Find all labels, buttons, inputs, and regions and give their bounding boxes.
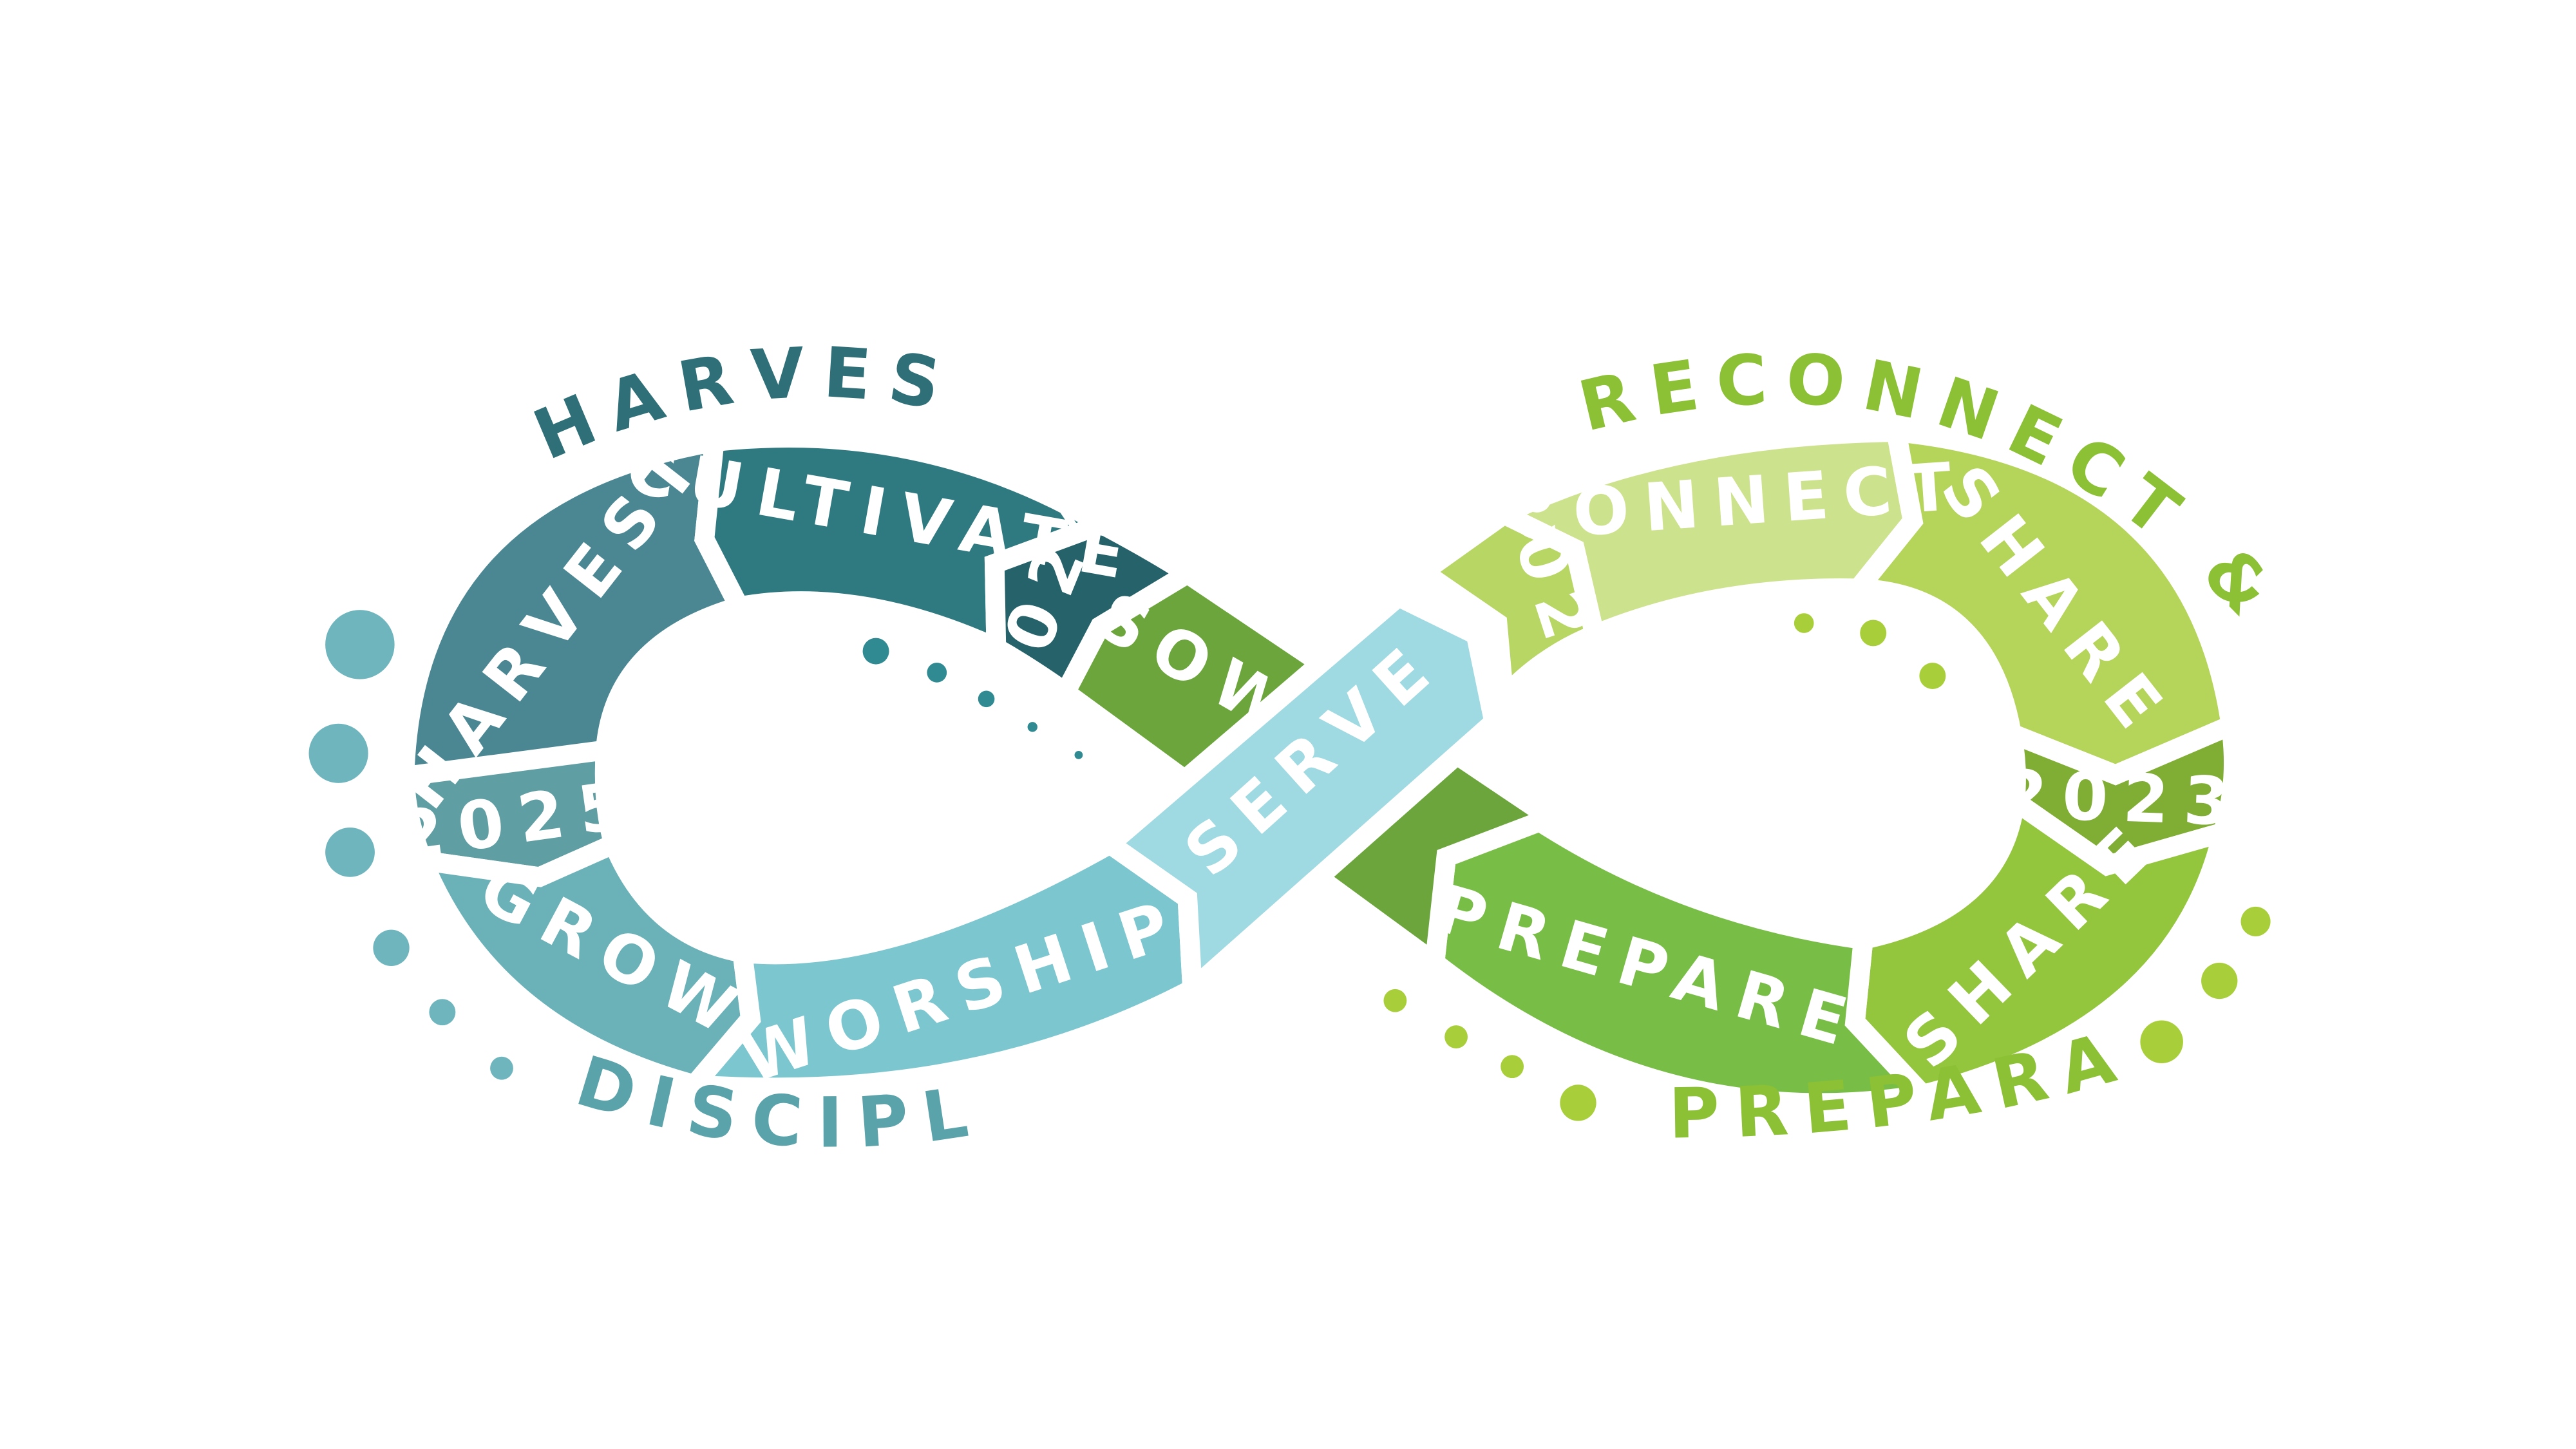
dot [1444, 1025, 1468, 1048]
dot [1074, 750, 1083, 759]
inner-left-dots [862, 638, 1083, 759]
left-dots [308, 610, 513, 1080]
dot [325, 610, 395, 679]
phase-harvesting-label: HARVESTING & REAPING [0, 0, 962, 476]
inner-right-dots [1794, 613, 1946, 689]
dot [2240, 906, 2271, 936]
lower-right-dots [1383, 989, 1596, 1121]
prepare-segment [1424, 806, 1943, 1113]
serve-segment [1094, 585, 1505, 1010]
dot [2201, 962, 2238, 999]
dot [1794, 613, 1814, 633]
dot [927, 663, 947, 683]
dot [978, 690, 995, 708]
far-right-dots [2140, 906, 2271, 1064]
dot [490, 1056, 513, 1080]
dot [1027, 722, 1037, 732]
year-2023-label: 2023 [2000, 756, 2246, 841]
harvest-segment [394, 430, 753, 788]
dot [325, 827, 375, 877]
dot [1560, 1084, 1596, 1121]
share-lower-segment [1844, 783, 2237, 1106]
year-2022-segment [1406, 502, 1607, 721]
share-upper-segment [1838, 421, 2242, 786]
grow-segment [406, 831, 761, 1096]
dot [429, 999, 456, 1026]
dot [1860, 620, 1887, 647]
dot [373, 929, 410, 966]
dot [1501, 1055, 1524, 1079]
dot [1383, 989, 1407, 1012]
dot [862, 638, 889, 665]
dot [308, 723, 368, 783]
dot [1919, 663, 1946, 689]
dot [2140, 1020, 2183, 1064]
worship-segment [674, 832, 1203, 1098]
